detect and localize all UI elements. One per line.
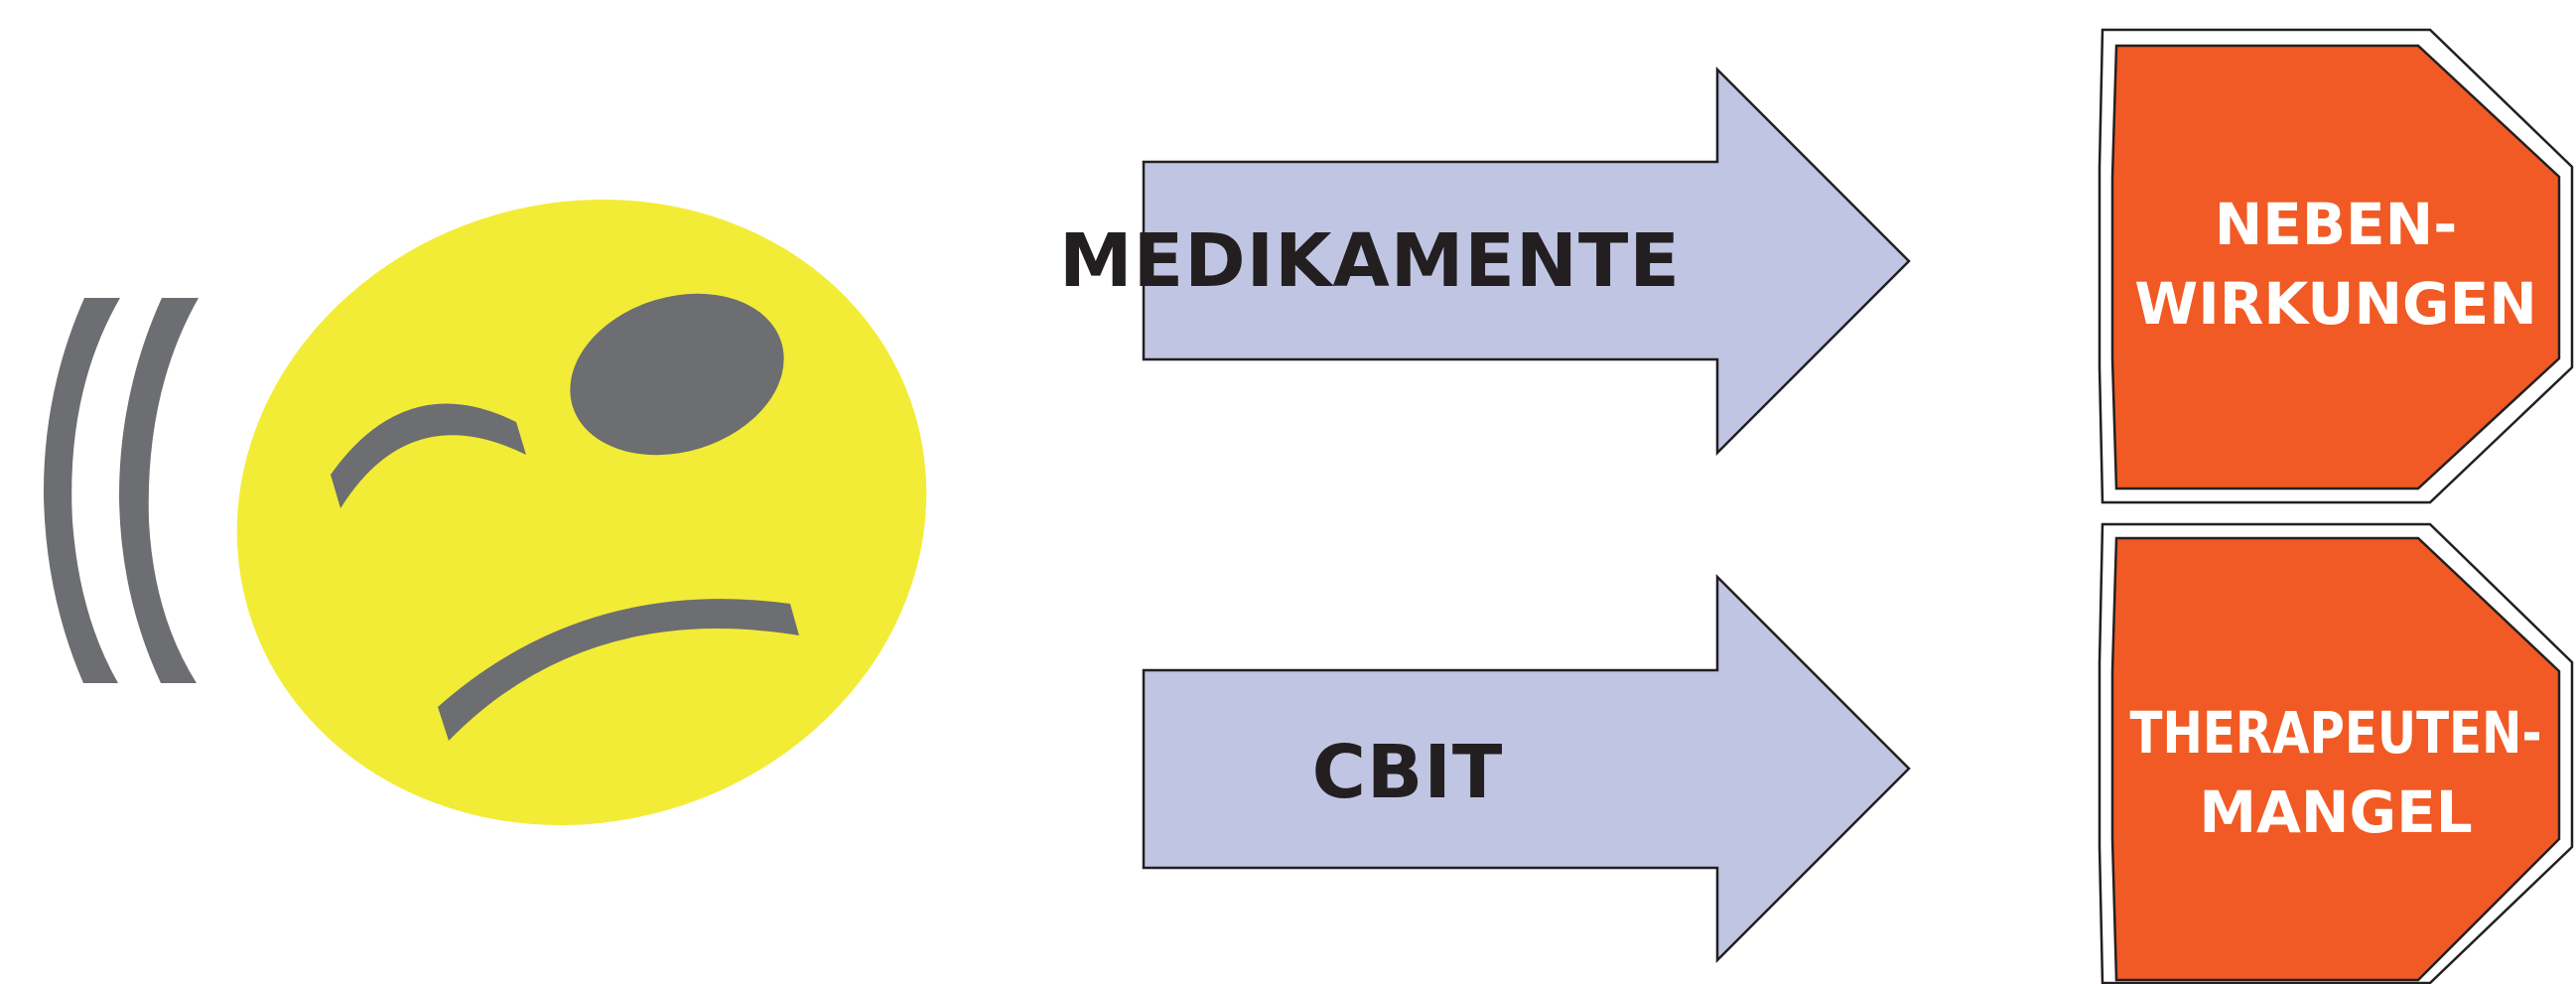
sign-label-line1: NEBEN- <box>2215 191 2458 258</box>
arrow-cbit: CBIT <box>1142 573 1911 964</box>
stop-sign-body <box>2110 44 2561 491</box>
unhappy-face-icon <box>236 199 927 826</box>
frown-mouth <box>438 599 799 741</box>
sign-label-line2: MANGEL <box>2199 778 2472 846</box>
arrow-shape <box>1142 573 1911 964</box>
stop-sign-therapeutenmangel: THERAPEUTEN- MANGEL <box>2098 522 2574 984</box>
arrow-medikamente: MEDIKAMENTE <box>1059 66 1911 457</box>
sign-label-line2: WIRKUNGEN <box>2134 270 2537 338</box>
arrow-label-medikamente: MEDIKAMENTE <box>1059 218 1681 304</box>
arrow-shape <box>1142 66 1911 457</box>
open-eye <box>570 293 784 456</box>
stop-sign-body <box>2110 536 2561 982</box>
closed-eye <box>331 403 526 508</box>
motion-lines-icon <box>43 298 199 683</box>
arrow-label-cbit: CBIT <box>1312 730 1504 815</box>
motion-line-inner <box>119 298 199 683</box>
sign-label-line1: THERAPEUTEN- <box>2130 699 2542 767</box>
motion-line-outer <box>43 298 120 683</box>
stop-sign-nebenwirkungen: NEBEN- WIRKUNGEN <box>2098 28 2574 504</box>
face-circle <box>236 199 927 826</box>
